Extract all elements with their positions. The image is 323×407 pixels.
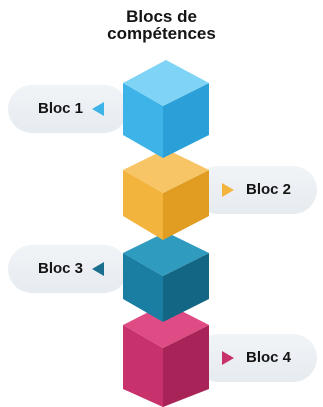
bloc-4-cube xyxy=(123,303,209,407)
bloc-4-cube-top-face xyxy=(123,303,209,348)
bloc-2-cube-right-face xyxy=(163,170,209,240)
bloc-3-cube xyxy=(123,232,209,322)
bloc-3-pill: Bloc 3 xyxy=(8,245,128,293)
bloc-2-label: Bloc 2 xyxy=(246,181,292,198)
bloc-1-cube-left-face xyxy=(123,83,163,158)
bloc-4-cube-left-face xyxy=(123,325,163,407)
bloc-4-label: Bloc 4 xyxy=(246,349,292,366)
bloc-4-arrow-icon xyxy=(222,351,234,365)
title-line-1: Blocs de xyxy=(126,7,197,26)
bloc-2-cube xyxy=(123,149,209,240)
bloc-2-arrow-icon xyxy=(222,183,234,197)
bloc-1-cube xyxy=(123,60,209,158)
bloc-1-pill: Bloc 1 xyxy=(8,85,128,133)
bloc-2-pill: Bloc 2 xyxy=(194,166,317,214)
bloc-1-cube-right-face xyxy=(163,83,209,158)
title-line-2: compétences xyxy=(107,24,216,43)
bloc-3-arrow-icon xyxy=(92,262,104,276)
diagram-title: Blocs de compétences xyxy=(0,8,323,42)
bloc-2-cube-left-face xyxy=(123,170,163,240)
bloc-1-cube-top-face xyxy=(123,60,209,106)
bloc-1-label: Bloc 1 xyxy=(38,100,84,117)
bloc-3-label: Bloc 3 xyxy=(38,260,84,277)
bloc-3-cube-top-face xyxy=(123,232,209,276)
bloc-4-pill: Bloc 4 xyxy=(194,334,317,382)
bloc-2-cube-top-face xyxy=(123,149,209,193)
bloc-1-arrow-icon xyxy=(92,102,104,116)
bloc-4-cube-right-face xyxy=(163,325,209,407)
